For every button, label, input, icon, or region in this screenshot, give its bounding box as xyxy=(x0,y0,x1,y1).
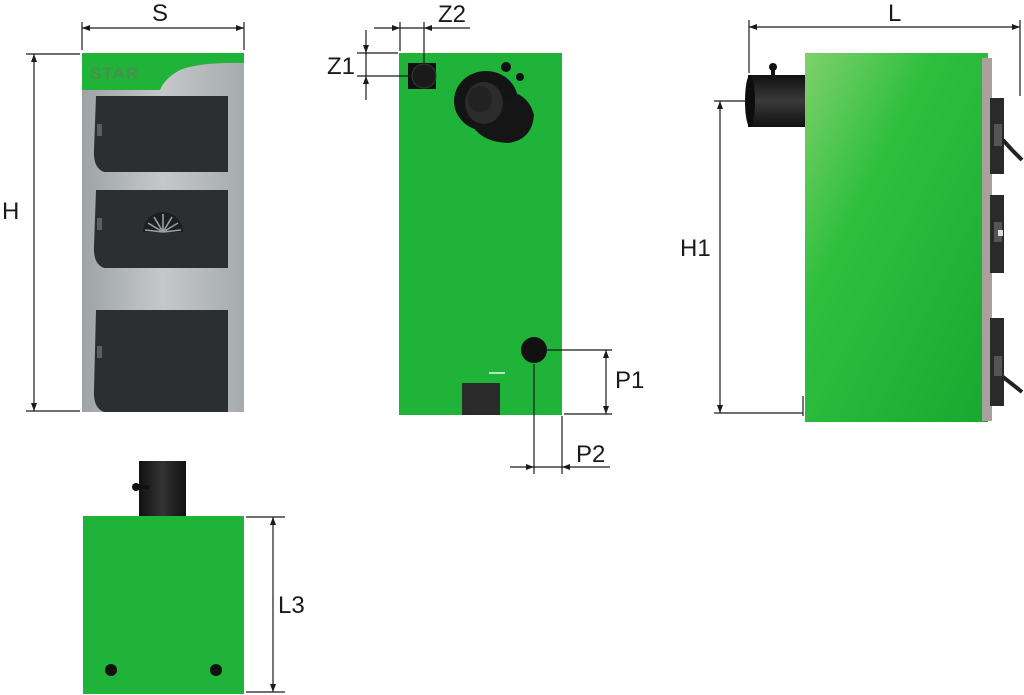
flue-damper-knob xyxy=(769,63,777,77)
dimension-h: H xyxy=(2,53,80,412)
dimension-label-p2: P2 xyxy=(576,441,605,468)
middle-door-hinge xyxy=(97,218,102,230)
side-middle-door xyxy=(990,195,1004,273)
air-regulator-icon xyxy=(143,212,183,233)
front-top-green-band xyxy=(82,53,244,90)
dimension-l3: L3 xyxy=(246,516,305,693)
flue-pipe xyxy=(748,75,806,127)
side-panel xyxy=(805,53,988,422)
sensor-socket-icon xyxy=(501,62,511,72)
middle-door xyxy=(93,190,229,268)
dimension-l: L xyxy=(748,0,1021,96)
flue-outlet xyxy=(454,71,534,143)
front-edge-strip xyxy=(982,58,992,421)
back-view: Z2 Z1 P1 P2 xyxy=(327,1,644,474)
top-foot-right-icon xyxy=(210,664,222,676)
dimension-label-l: L xyxy=(888,0,901,27)
dimension-p2: P2 xyxy=(510,364,610,474)
dimension-z1: Z1 xyxy=(327,30,410,100)
dimension-label-z1: Z1 xyxy=(327,53,355,80)
top-view: L3 xyxy=(83,461,305,694)
dimension-p1: P1 xyxy=(547,349,644,415)
brand-logo: STAR xyxy=(90,64,139,83)
dimension-label-z2: Z2 xyxy=(438,1,466,28)
flow-pipe-icon xyxy=(411,63,437,89)
lower-door-hinge xyxy=(97,346,102,358)
lower-door xyxy=(93,310,229,412)
flue-pipe-end xyxy=(745,75,755,127)
return-pipe-icon xyxy=(521,337,547,363)
dimension-h1: H1 xyxy=(680,100,804,416)
dimension-z2: Z2 xyxy=(374,1,470,64)
side-upper-door xyxy=(990,98,1024,174)
drain-opening xyxy=(462,383,500,415)
front-view: STAR xyxy=(2,0,245,412)
top-damper-knob xyxy=(132,483,149,491)
top-flue-pipe xyxy=(139,461,186,518)
top-foot-left-icon xyxy=(105,664,117,676)
dimension-label-h1: H1 xyxy=(680,235,711,262)
sensor-socket-icon-2 xyxy=(516,73,524,81)
side-view: L H1 xyxy=(680,0,1024,422)
dimension-label-l3: L3 xyxy=(278,592,305,619)
dimension-label-s: S xyxy=(152,0,168,27)
side-lower-door xyxy=(990,318,1024,406)
dimension-label-p1: P1 xyxy=(615,367,644,394)
dimension-s: S xyxy=(81,0,245,50)
dimension-label-h: H xyxy=(2,198,19,225)
upper-door-hinge xyxy=(97,124,102,136)
upper-door xyxy=(93,96,229,172)
